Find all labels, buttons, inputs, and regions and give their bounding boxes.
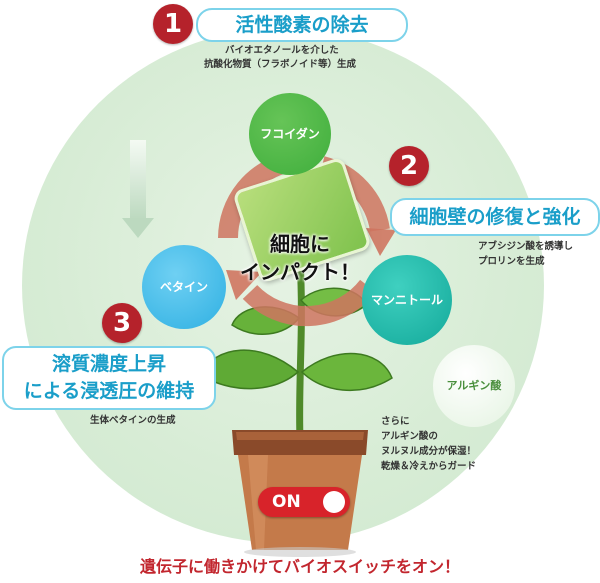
on-switch-label: ON bbox=[272, 492, 301, 512]
item3-title-box: 溶質濃度上昇 による浸透圧の維持 bbox=[2, 346, 216, 410]
alginic-note-line4: 乾燥＆冷えからガード bbox=[381, 461, 477, 472]
item1-desc-line2: 抗酸化物質（フラボノイド等）生成 bbox=[204, 59, 357, 70]
fucoidan-circle: フコイダン bbox=[249, 93, 331, 175]
number-badge-2: 2 bbox=[389, 146, 429, 186]
alginic-circle: アルギン酸 bbox=[433, 345, 515, 427]
number-badge-3: 3 bbox=[102, 303, 142, 343]
item1-desc-line1: バイオエタノールを介した bbox=[225, 45, 339, 56]
down-arrow-icon bbox=[130, 140, 146, 220]
alginic-label: アルギン酸 bbox=[446, 379, 502, 392]
item2-title: 細胞壁の修復と強化 bbox=[390, 198, 600, 236]
number-badge-1: 1 bbox=[153, 4, 193, 44]
mannitol-circle: マンニトール bbox=[362, 255, 452, 345]
on-switch: ON bbox=[258, 487, 350, 517]
alginic-note-line1: さらに bbox=[381, 416, 410, 427]
fucoidan-label: フコイダン bbox=[260, 127, 320, 141]
mannitol-label: マンニトール bbox=[370, 293, 443, 307]
item3-title-line2: による浸透圧の維持 bbox=[23, 380, 195, 402]
down-arrow-head bbox=[122, 218, 154, 238]
alginic-note-line3: ヌルヌル成分が保湿！ bbox=[381, 446, 477, 457]
center-text-line2: インパクト！ bbox=[240, 260, 360, 284]
item2-desc-line1: アブシジン酸を誘導し bbox=[478, 241, 574, 252]
item3-desc: 生体ベタインの生成 bbox=[90, 415, 176, 426]
betaine-circle: ベタイン bbox=[142, 245, 226, 329]
betaine-label: ベタイン bbox=[159, 280, 208, 294]
switch-knob-icon bbox=[323, 491, 345, 513]
center-text-line1: 細胞に bbox=[270, 232, 330, 256]
footer-text: 遺伝子に働きかけてバイオスイッチをオン！ bbox=[139, 557, 460, 576]
item2-desc-line2: プロリンを生成 bbox=[478, 256, 545, 267]
item1-title: 活性酸素の除去 bbox=[196, 8, 408, 42]
alginic-note-line2: アルギン酸の bbox=[381, 431, 438, 442]
item3-title-line1: 溶質濃度上昇 bbox=[51, 353, 166, 375]
